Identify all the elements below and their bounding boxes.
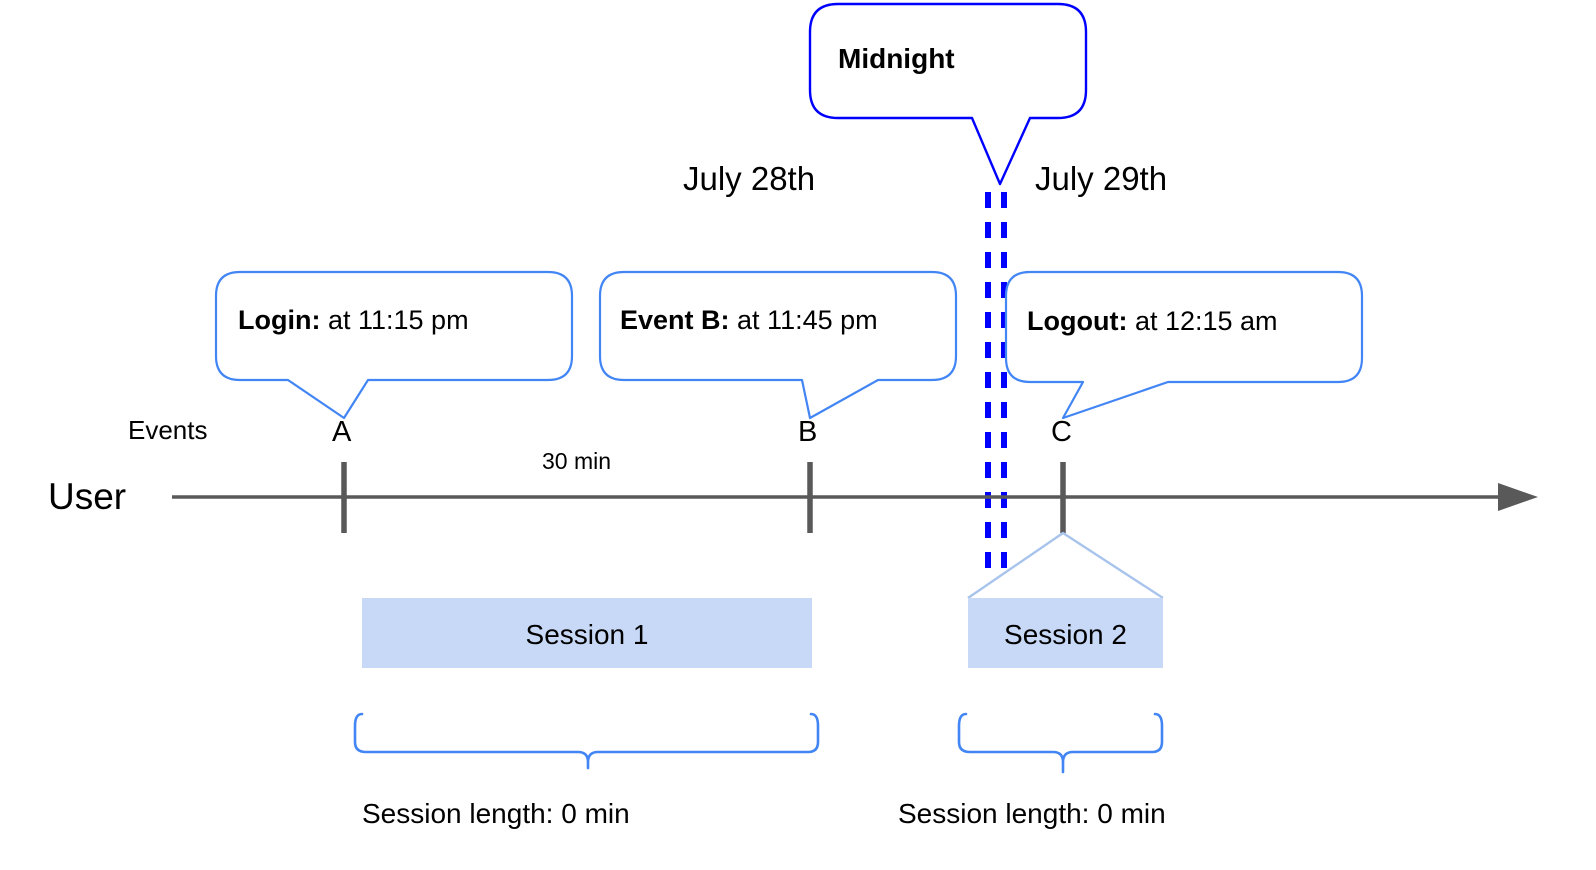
event-letter-c: C	[1051, 416, 1072, 448]
callout-lead-event-b: Event B:	[620, 305, 730, 335]
session-bar-2-label: Session 2	[1004, 619, 1127, 650]
event-letter-a: A	[332, 416, 352, 448]
midnight-callout-label: Midnight	[838, 43, 955, 74]
callout-shape-event-b	[598, 270, 958, 420]
session-bar-2: Session 2	[968, 598, 1163, 668]
brace-session-1	[353, 712, 820, 770]
day-label-july-29: July 29th	[1035, 160, 1168, 197]
midnight-callout-shape	[808, 2, 1088, 186]
events-row-label: Events	[128, 415, 208, 445]
callout-rest-logout: at 12:15 am	[1127, 306, 1278, 336]
callout-rest-login: at 11:15 pm	[320, 305, 469, 335]
event-tick-marks	[341, 462, 1066, 533]
session2-connector	[967, 531, 1164, 600]
callout-shape-login	[214, 270, 574, 420]
user-row-label: User	[48, 476, 127, 517]
event-letter-b: B	[798, 416, 818, 448]
session-bar-1-label: Session 1	[525, 619, 649, 650]
session-length-caption-1: Session length: 0 min	[362, 798, 630, 829]
callout-rest-event-b: at 11:45 pm	[729, 305, 878, 335]
duration-label-30-min: 30 min	[542, 448, 612, 474]
callout-lead-logout: Logout:	[1027, 306, 1128, 336]
callout-label-logout: Logout: at 12:15 am	[1027, 308, 1278, 335]
callout-shape-logout	[1004, 270, 1364, 420]
day-label-july-28: July 28th	[683, 160, 816, 197]
callout-label-event-b: Event B: at 11:45 pm	[620, 307, 878, 334]
session-length-caption-2: Session length: 0 min	[898, 798, 1166, 829]
callout-lead-login: Login:	[238, 305, 321, 335]
session-bar-1: Session 1	[362, 598, 812, 668]
callout-label-login: Login: at 11:15 pm	[238, 307, 469, 334]
midnight-dashed-lines	[985, 192, 1007, 576]
brace-session-2	[957, 712, 1164, 774]
timeline-axis	[172, 483, 1538, 511]
